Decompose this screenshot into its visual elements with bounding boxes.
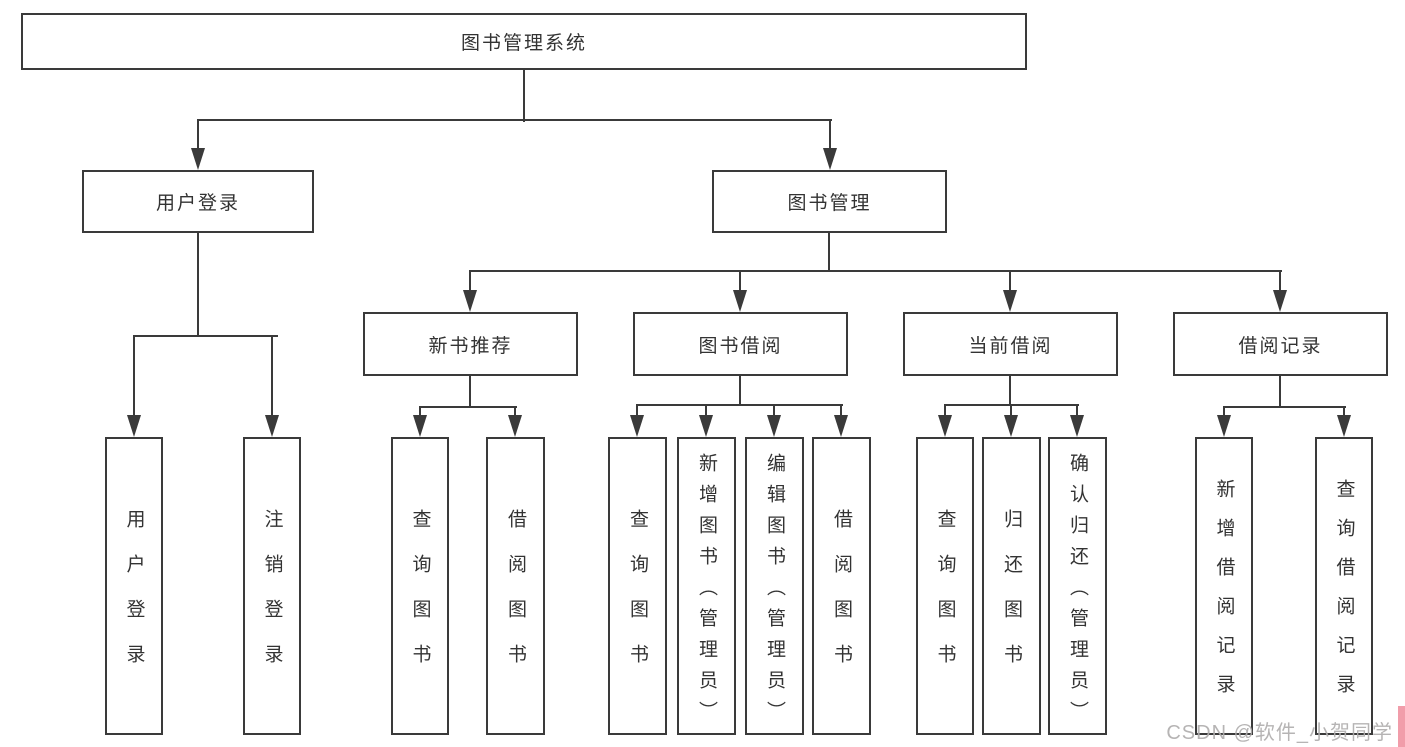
- leaf-add-books-admin: 新增图书（管理员）: [677, 437, 736, 735]
- leaf-label: 借阅图书: [831, 509, 852, 689]
- connector-line: [419, 406, 517, 408]
- node-label: 图书管理系统: [460, 33, 587, 54]
- connector-line: [469, 271, 471, 294]
- leaf-label: 注销登录: [261, 509, 283, 689]
- node-label: 当前借阅: [968, 335, 1053, 357]
- leaf-label: 归还图书: [1001, 509, 1022, 689]
- connector-line: [829, 120, 831, 152]
- arrow-down-icon: [508, 415, 522, 437]
- csdn-watermark: CSDN @软件_小贺同学: [1166, 722, 1393, 744]
- arrow-down-icon: [630, 415, 644, 437]
- leaf-logout: 注销登录: [243, 437, 301, 735]
- connector-line: [1223, 407, 1225, 419]
- connector-line: [133, 336, 135, 418]
- leaf-label: 用户登录: [123, 509, 145, 689]
- connector-line: [469, 376, 471, 408]
- leaf-query-borrow-record: 查询借阅记录: [1315, 437, 1373, 735]
- leaf-label: 查询图书: [934, 509, 956, 689]
- arrow-down-icon: [463, 290, 477, 312]
- arrow-down-icon: [733, 290, 747, 312]
- leaf-label: 查询借阅记录: [1333, 479, 1355, 713]
- connector-line: [739, 376, 741, 406]
- connector-line: [1279, 376, 1281, 408]
- leaf-query-books-recommend: 查询图书: [391, 437, 449, 735]
- leaf-label: 编辑图书（管理员）: [764, 452, 785, 732]
- leaf-query-books-borrowing: 查询图书: [608, 437, 667, 735]
- connector-line: [1343, 407, 1345, 419]
- node-book-management: 图书管理: [712, 170, 947, 233]
- node-label: 新书推荐: [428, 335, 513, 357]
- arrow-down-icon: [1004, 415, 1018, 437]
- connector-line: [636, 404, 843, 406]
- connector-line: [419, 407, 421, 419]
- leaf-label: 确认归还（管理员）: [1067, 452, 1088, 732]
- connector-line: [523, 70, 525, 122]
- node-label: 借阅记录: [1238, 335, 1323, 357]
- leaf-label: 查询图书: [627, 509, 648, 689]
- arrow-down-icon: [1003, 290, 1017, 312]
- leaf-borrow-books-recommend: 借阅图书: [486, 437, 545, 735]
- arrow-down-icon: [191, 148, 205, 170]
- connector-line: [636, 405, 638, 419]
- arrow-down-icon: [1273, 290, 1287, 312]
- watermark-accent-strip: [1398, 706, 1405, 747]
- connector-line: [705, 405, 707, 419]
- connector-line: [1223, 406, 1346, 408]
- connector-line: [739, 271, 741, 294]
- connector-line: [197, 119, 832, 121]
- arrow-down-icon: [413, 415, 427, 437]
- connector-line: [773, 405, 775, 419]
- arrow-down-icon: [265, 415, 279, 437]
- arrow-down-icon: [767, 415, 781, 437]
- connector-line: [840, 405, 842, 419]
- node-label: 用户登录: [155, 193, 240, 214]
- leaf-label: 借阅图书: [505, 509, 526, 689]
- node-new-book-recommendation: 新书推荐: [363, 312, 578, 376]
- node-label: 图书借阅: [698, 335, 783, 357]
- arrow-down-icon: [699, 415, 713, 437]
- connector-line: [1076, 405, 1078, 419]
- connector-line: [828, 233, 830, 272]
- leaf-edit-books-admin: 编辑图书（管理员）: [745, 437, 804, 735]
- connector-line: [1009, 271, 1011, 294]
- node-root-library-system: 图书管理系统: [21, 13, 1027, 70]
- arrow-down-icon: [1070, 415, 1084, 437]
- arrow-down-icon: [127, 415, 141, 437]
- leaf-label: 新增借阅记录: [1213, 479, 1235, 713]
- leaf-borrow-books: 借阅图书: [812, 437, 871, 735]
- connector-line: [271, 336, 273, 418]
- leaf-add-borrow-record: 新增借阅记录: [1195, 437, 1253, 735]
- arrow-down-icon: [834, 415, 848, 437]
- connector-line: [1009, 376, 1011, 406]
- arrow-down-icon: [938, 415, 952, 437]
- node-current-borrowing: 当前借阅: [903, 312, 1118, 376]
- leaf-query-books-current: 查询图书: [916, 437, 974, 735]
- node-borrowing-records: 借阅记录: [1173, 312, 1388, 376]
- node-user-login: 用户登录: [82, 170, 314, 233]
- connector-line: [1279, 271, 1281, 294]
- arrow-down-icon: [823, 148, 837, 170]
- node-label: 图书管理: [787, 193, 872, 214]
- leaf-return-books: 归还图书: [982, 437, 1041, 735]
- leaf-user-login: 用户登录: [105, 437, 163, 735]
- connector-line: [514, 407, 516, 419]
- leaf-label: 新增图书（管理员）: [696, 452, 717, 732]
- arrow-down-icon: [1217, 415, 1231, 437]
- leaf-confirm-return-admin: 确认归还（管理员）: [1048, 437, 1107, 735]
- arrow-down-icon: [1337, 415, 1351, 437]
- node-book-borrowing: 图书借阅: [633, 312, 848, 376]
- connector-line: [469, 270, 1282, 272]
- connector-line: [197, 120, 199, 152]
- connector-line: [133, 335, 278, 337]
- leaf-label: 查询图书: [409, 509, 431, 689]
- connector-line: [197, 233, 199, 337]
- connector-line: [1010, 405, 1012, 419]
- connector-line: [944, 405, 946, 419]
